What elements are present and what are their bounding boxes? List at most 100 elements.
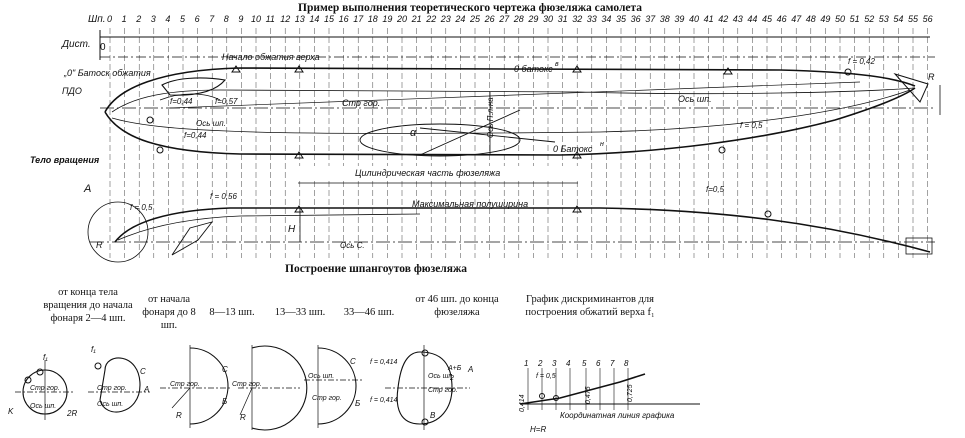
graph-n7: 7 xyxy=(610,359,615,368)
section-B-5: Б xyxy=(355,399,360,408)
graph-v1: 0,414 xyxy=(519,394,526,412)
caption-nose-to-canopy: от конца тела вращения до начала фонаря … xyxy=(43,287,133,324)
graph-n5: 5 xyxy=(582,359,587,368)
section-2R: 2R xyxy=(66,409,77,418)
frame-number: 21 xyxy=(411,14,422,24)
section-str-gor-2: Стр гор. xyxy=(97,385,127,392)
marker xyxy=(764,210,772,218)
frame-number: 3 xyxy=(151,14,156,24)
graph-coord-line: Координатная линия графика xyxy=(560,411,675,420)
title-sections: Построение шпангоутов фюзеляжа xyxy=(285,263,468,275)
graph-v3: 0,725 xyxy=(627,384,634,402)
frames-axis-label: Шп. xyxy=(88,14,106,25)
plan-label-H: H xyxy=(288,224,296,235)
label-start-compress: Начало обжатия верха xyxy=(222,52,320,62)
frame-number: 16 xyxy=(339,14,349,24)
marker xyxy=(294,151,304,159)
plan-contour xyxy=(114,207,931,253)
frame-number: 41 xyxy=(704,14,714,24)
section-V-6: В xyxy=(430,411,436,420)
section-B-3: Б xyxy=(222,397,227,406)
marker xyxy=(294,65,304,73)
label-str-gor: Стр гор. xyxy=(342,98,380,108)
section-str-gor-5: Стр гор. xyxy=(312,395,342,402)
frame-number: 32 xyxy=(572,14,582,24)
plan-label-R: R xyxy=(96,240,103,250)
caption-discriminant-graph: График дискриминантов для построения обж… xyxy=(525,294,655,318)
marker xyxy=(572,205,582,213)
frame-number: 27 xyxy=(498,14,510,24)
frame-number: 17 xyxy=(353,14,364,24)
section-os-shp-5: Ось шп. xyxy=(308,373,334,380)
frame-number: 47 xyxy=(791,14,802,24)
section-str-gor-6: Стр гор. xyxy=(428,387,458,394)
graph-v2: 0,475 xyxy=(585,386,592,404)
frame-number: 36 xyxy=(631,14,641,24)
frame-number: 8 xyxy=(224,14,229,24)
discriminant-graph xyxy=(519,368,700,410)
frame-number: 43 xyxy=(733,14,743,24)
section-8-13 xyxy=(160,345,232,428)
wing-ellipse xyxy=(359,123,521,157)
section-str-gor-1: Стр гор. xyxy=(30,385,60,392)
section-A-6: A xyxy=(467,365,473,374)
nose-detail-circle xyxy=(87,201,149,263)
side-axis-curve xyxy=(111,87,916,113)
section-R-4: R xyxy=(240,413,246,422)
section-os-shp-2: Ось шп. xyxy=(97,401,123,408)
label-f057: f=0,57 xyxy=(215,97,238,106)
frame-number: 1 xyxy=(122,14,127,24)
frame-number: 35 xyxy=(616,14,627,24)
label-f044a: f=0,44 xyxy=(170,97,193,106)
plan-inner xyxy=(117,213,421,241)
section-f0414b: f = 0,414 xyxy=(370,397,398,404)
section-canopy xyxy=(88,357,150,413)
fuselage-top-contour xyxy=(104,67,916,113)
graph-n4: 4 xyxy=(566,359,571,368)
marker xyxy=(723,67,733,75)
graph-n8: 8 xyxy=(624,359,629,368)
canopy-contour xyxy=(161,77,227,96)
marker xyxy=(156,146,164,154)
section-nose xyxy=(15,360,75,420)
wing-line-b xyxy=(419,127,556,143)
graph-n2: 2 xyxy=(537,359,543,368)
title-top: Пример выполнения теоретического чертежа… xyxy=(298,2,643,14)
caption-33-46: 33—46 шп. xyxy=(343,307,395,318)
frame-number: 46 xyxy=(777,14,787,24)
frame-number: 30 xyxy=(543,14,553,24)
frame-number: 55 xyxy=(908,14,919,24)
plan-label-max-half-width: Максимальная полуширина xyxy=(412,199,528,209)
graph-f: f = 0,5 xyxy=(536,373,556,380)
label-cylinder-part: Цилиндрическая часть фюзеляжа xyxy=(355,168,500,178)
label-f05: f = 0,5 xyxy=(740,121,763,130)
tail-tip xyxy=(893,73,929,103)
marker xyxy=(146,116,154,124)
label-f044b: f=0,44 xyxy=(184,131,207,140)
section-f1: f₁ xyxy=(43,353,48,362)
frame-number: 7 xyxy=(209,14,215,24)
graph-n3: 3 xyxy=(552,359,557,368)
frame-number: 44 xyxy=(747,14,757,24)
frame-number: 4 xyxy=(165,14,170,24)
marker xyxy=(294,205,304,213)
label-R-tail: R xyxy=(928,72,935,82)
caption-13-33: 13—33 шп. xyxy=(274,307,326,318)
label-os-shp-short: Ось шп. xyxy=(196,119,226,128)
graph-n6: 6 xyxy=(596,359,601,368)
label-batoks-n: 0 Батокс xyxy=(553,144,593,154)
frame-number: 40 xyxy=(689,14,699,24)
frame-number: 24 xyxy=(454,14,465,24)
frame-number: 5 xyxy=(180,14,186,24)
frame-number: 19 xyxy=(382,14,392,24)
frame-number: 54 xyxy=(893,14,903,24)
label-body-rotation: Тело вращения xyxy=(30,155,100,165)
section-A-2: A xyxy=(143,385,149,394)
frame-number: 42 xyxy=(718,14,728,24)
frame-number: 22 xyxy=(425,14,436,24)
section-str-gor-4: Стр гор. xyxy=(232,381,262,388)
bottom-batoks-curve xyxy=(111,89,911,134)
